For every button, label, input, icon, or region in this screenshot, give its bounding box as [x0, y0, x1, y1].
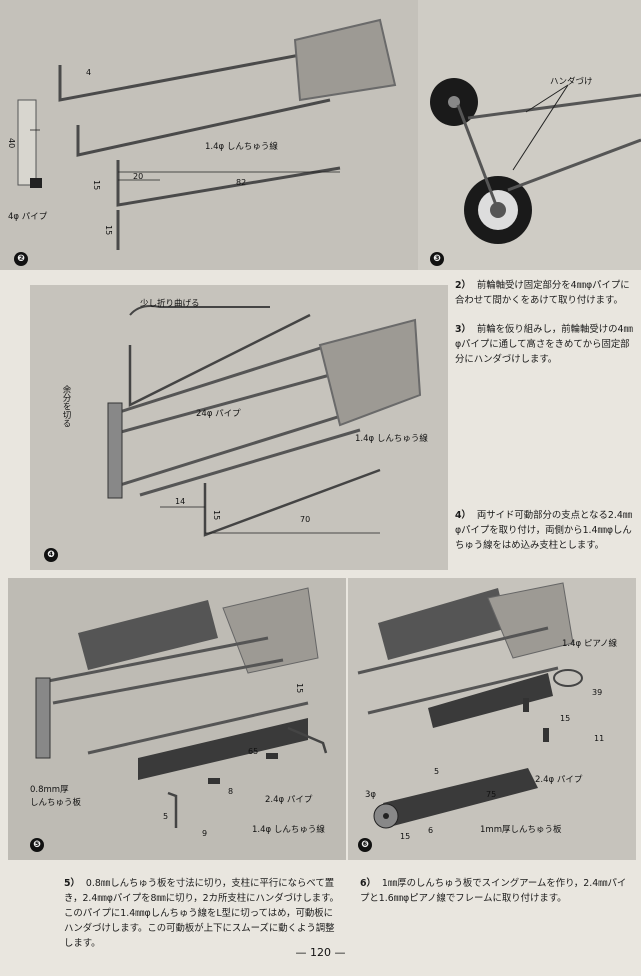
figure-4-photo [30, 285, 448, 570]
figure-6-pipe-label: 2.4φ パイプ [535, 775, 583, 785]
paragraph-6-number: 6） [360, 878, 376, 889]
figure-5-photo [8, 578, 346, 860]
figure-5-dim-9: 9 [202, 829, 208, 838]
figure-2-pipe-label: 4φ パイプ [8, 212, 48, 222]
figure-2-dim-4: 4 [86, 68, 92, 77]
figure-6-dim-11: 11 [594, 734, 605, 743]
paragraph-5: 5）0.8㎜しんちゅう板を寸法に切り，支柱に平行にならべて置き，2.4㎜φパイプ… [64, 876, 340, 951]
figure-6-plate-label: 1mm厚しんちゅう板 [480, 825, 562, 835]
paragraph-4: 4）両サイド可動部分の支点となる2.4㎜φパイプを取り付け，両側から1.4㎜φし… [455, 508, 633, 553]
figure-6-dim-75: 75 [486, 790, 497, 799]
figure-6-dim-5: 5 [434, 767, 440, 776]
figure-3-number: ❸ [430, 252, 444, 266]
figure-6-dim-15a: 15 [560, 714, 571, 723]
paragraph-3: 3）前輪を仮り組みし，前輪軸受けの4㎜φパイプに通して高さをきめてから固定部分に… [455, 322, 633, 367]
figure-2-dim-40: 40 [7, 138, 16, 149]
paragraph-2-text: 前輪軸受け固定部分を4㎜φパイプに合わせて間かくをあけて取り付けます。 [455, 280, 630, 306]
figure-2-drawing [0, 0, 418, 270]
figure-2-dim-82: 82 [236, 178, 247, 187]
figure-6-dim-6: 6 [428, 826, 434, 835]
figure-5-number: ❺ [30, 838, 44, 852]
figure-6-hole-label: 3φ [365, 790, 377, 800]
figure-6-photo [348, 578, 636, 860]
figure-3-solder-label: ハンダづけ [550, 77, 593, 87]
figure-2-photo [0, 0, 418, 270]
figure-3-photo [418, 0, 641, 270]
figure-4-dim-14: 14 [175, 497, 186, 506]
figure-4-dim-15: 15 [212, 510, 221, 521]
paragraph-4-text: 両サイド可動部分の支点となる2.4㎜φパイプを取り付け，両側から1.4㎜φしんち… [455, 510, 633, 551]
figure-5-dim-15: 15 [295, 683, 304, 694]
paragraph-6-text: 1㎜厚のしんちゅう板でスイングアームを作り，2.4㎜パイプと1.6㎜φピアノ線で… [360, 878, 627, 904]
paragraph-2-number: 2） [455, 280, 471, 291]
figure-2-dim-15a: 15 [92, 180, 101, 191]
figure-4-cut-label: 余分を切る [61, 385, 71, 428]
figure-3-drawing [418, 0, 641, 270]
figure-5-dim-5: 5 [163, 812, 169, 821]
figure-5-dim-65: 65 [248, 747, 259, 756]
paragraph-3-number: 3） [455, 324, 471, 335]
paragraph-2: 2）前輪軸受け固定部分を4㎜φパイプに合わせて間かくをあけて取り付けます。 [455, 278, 633, 308]
figure-5-drawing [8, 578, 346, 860]
figure-2-number: ❷ [14, 252, 28, 266]
figure-4-bend-label: 少し折り曲げる [140, 299, 200, 309]
paragraph-5-number: 5） [64, 878, 80, 889]
figure-6-dim-15b: 15 [400, 832, 411, 841]
paragraph-5-text: 0.8㎜しんちゅう板を寸法に切り，支柱に平行にならべて置き，2.4㎜φパイプを8… [64, 878, 339, 949]
paragraph-3-text: 前輪を仮り組みし，前輪軸受けの4㎜φパイプに通して高さをきめてから固定部分にハン… [455, 324, 633, 365]
figure-6-drawing [348, 578, 636, 860]
figure-6-piano-label: 1.4φ ピアノ線 [562, 639, 618, 649]
figure-2-dim-15b: 15 [104, 225, 113, 236]
figure-4-dim-70: 70 [300, 515, 311, 524]
figure-6-number: ❻ [358, 838, 372, 852]
figure-5-plate-label-1: 0.8mm厚 [30, 785, 69, 795]
figure-2-dim-20: 20 [133, 172, 144, 181]
figure-5-pipe-label: 2.4φ パイプ [265, 795, 313, 805]
figure-4-number: ❹ [44, 548, 58, 562]
figure-5-plate-label-2: しんちゅう板 [30, 798, 82, 808]
paragraph-6: 6）1㎜厚のしんちゅう板でスイングアームを作り，2.4㎜パイプと1.6㎜φピアノ… [360, 876, 632, 906]
figure-4-pipe-label: 24φ パイプ [196, 409, 241, 419]
page-number: — 120 — [295, 946, 346, 959]
figure-4-drawing [30, 285, 448, 570]
figure-5-dim-8: 8 [228, 787, 234, 796]
figure-4-wire-label: 1.4φ しんちゅう線 [355, 434, 428, 444]
figure-6-dim-39: 39 [592, 688, 603, 697]
paragraph-4-number: 4） [455, 510, 471, 521]
figure-2-wire-label: 1.4φ しんちゅう線 [205, 142, 278, 152]
figure-5-wire-label: 1.4φ しんちゅう線 [252, 825, 325, 835]
